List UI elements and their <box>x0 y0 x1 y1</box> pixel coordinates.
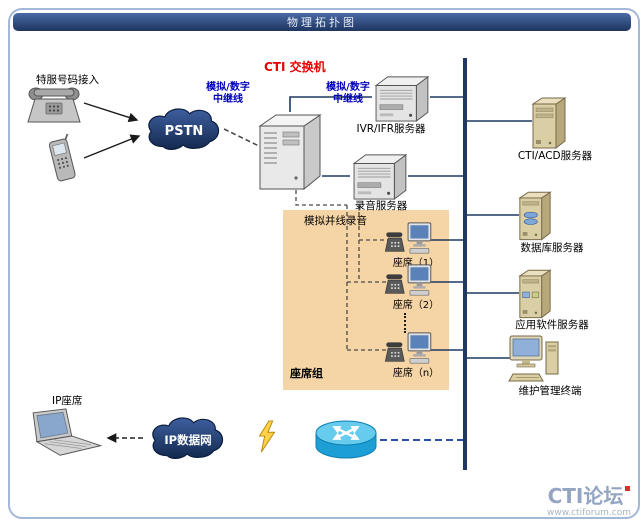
cti-acd-server-icon <box>530 95 568 149</box>
parallel-recording-label: 模拟并线录音 <box>304 215 367 227</box>
ip-network-cloud: IP数据网 <box>144 414 232 462</box>
database-server-icon <box>517 189 553 241</box>
trunk-label-right: 模拟/数字 中继线 <box>320 82 376 106</box>
trunk-right-line1: 模拟/数字 <box>326 82 370 93</box>
database-server-label: 数据库服务器 <box>520 242 584 254</box>
cti-switch-icon <box>258 110 322 190</box>
lightning-icon <box>256 420 278 454</box>
trunk-left-line1: 模拟/数字 <box>206 82 250 93</box>
recording-server-icon <box>350 152 408 200</box>
watermark-url: www.ctiforum.com <box>546 508 632 518</box>
agent-workstation-icon <box>384 263 434 299</box>
ivr-server-icon <box>372 74 430 122</box>
ivr-server-label: IVR/IFR服务器 <box>356 123 426 135</box>
pstn-label: PSTN <box>164 123 204 139</box>
agent-workstation-icon <box>384 331 434 367</box>
watermark-brand: CTI论坛 <box>547 484 624 508</box>
page-title: 物理拓扑图 <box>13 13 631 31</box>
agent-label-n: 座席（n） <box>392 368 440 379</box>
pstn-cloud: PSTN <box>144 104 224 154</box>
maintenance-terminal-label: 维护管理终端 <box>518 385 582 397</box>
cti-switch-label: CTI 交换机 <box>264 60 326 74</box>
desk-phone-icon <box>26 86 82 124</box>
mobile-phone-icon <box>44 134 80 184</box>
trunk-label-left: 模拟/数字 中继线 <box>200 82 256 106</box>
ip-network-label: IP数据网 <box>164 433 212 447</box>
maintenance-terminal-icon <box>508 334 562 384</box>
access-label: 特服号码接入 <box>36 74 99 86</box>
watermark-red-dot <box>625 486 631 491</box>
agents-ellipsis <box>404 313 406 333</box>
agent-label-2: 座席（2） <box>392 300 440 311</box>
watermark: CTI论坛 www.ctiforum.com <box>538 486 640 518</box>
agent-workstation-icon <box>384 221 434 257</box>
cti-acd-server-label: CTI/ACD服务器 <box>517 150 593 162</box>
ip-agent-label: IP座席 <box>52 395 83 407</box>
router-icon <box>314 417 378 463</box>
app-server-label: 应用软件服务器 <box>515 319 589 331</box>
trunk-right-line2: 中继线 <box>333 94 363 106</box>
recording-server-label: 录音服务器 <box>354 200 408 212</box>
agent-label-1: 座席（1） <box>392 258 440 269</box>
app-server-icon <box>517 267 553 319</box>
laptop-icon <box>24 407 104 463</box>
agent-group-label: 座席组 <box>290 367 323 380</box>
trunk-left-line2: 中继线 <box>213 94 243 106</box>
